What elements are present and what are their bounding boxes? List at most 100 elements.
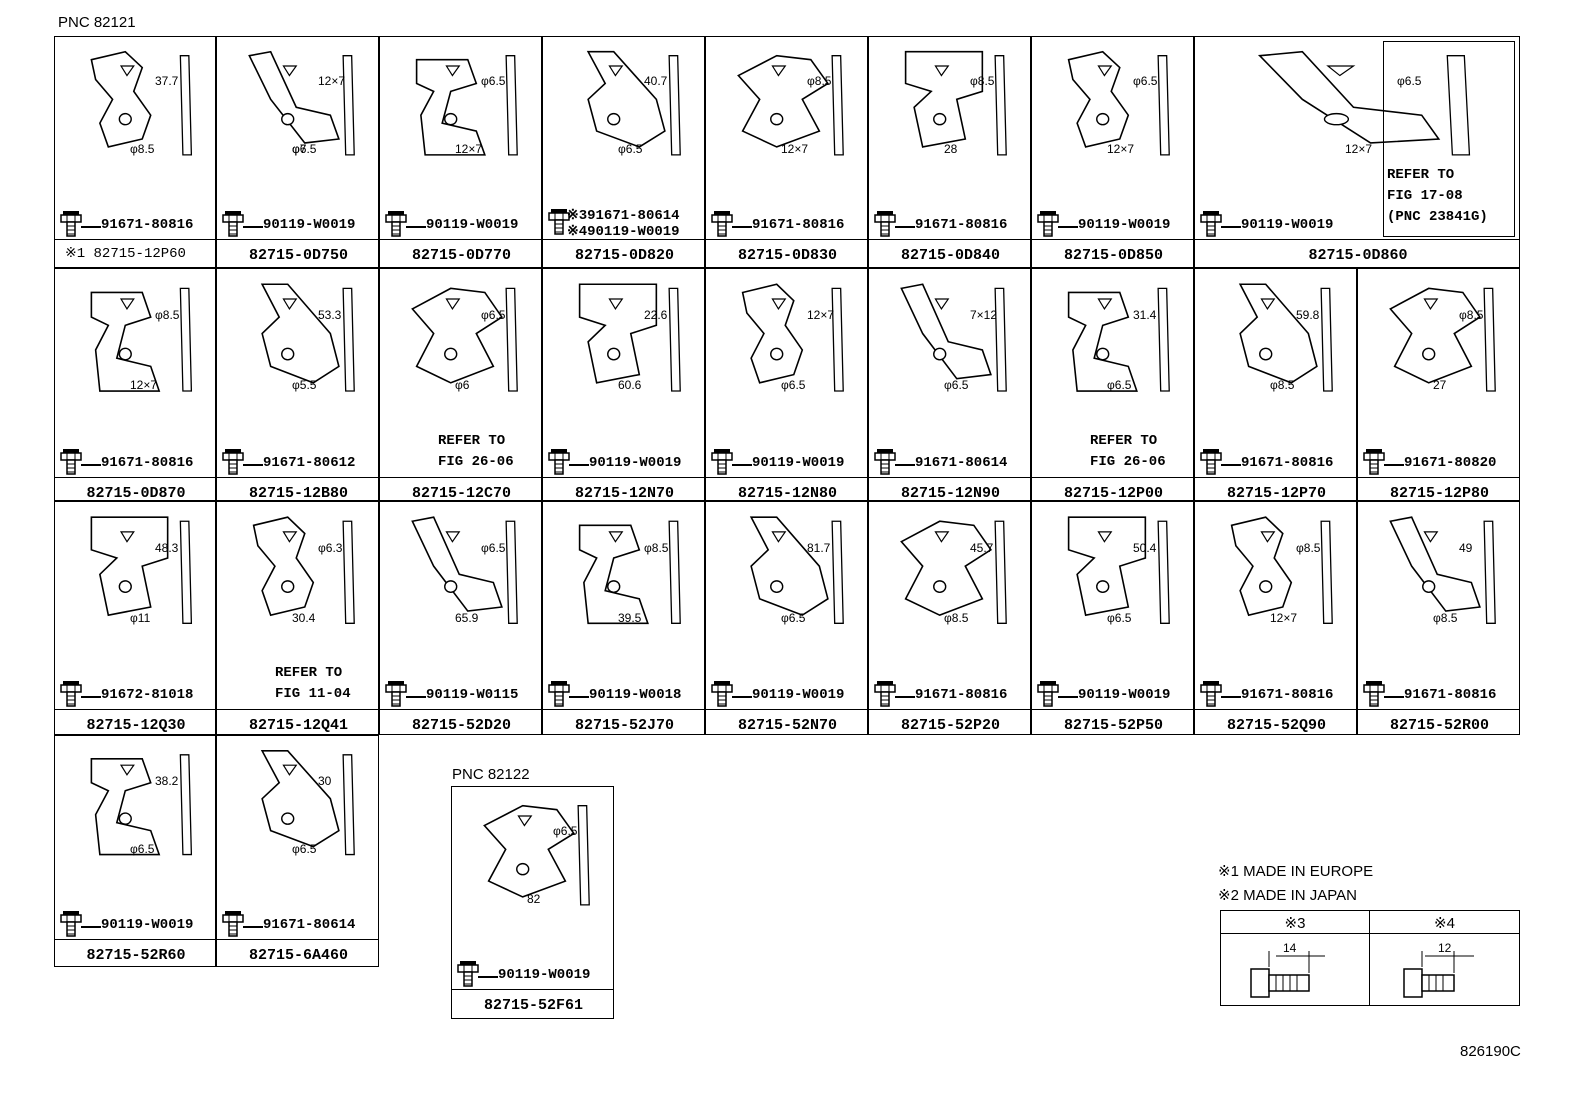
triangle-mark — [935, 66, 948, 76]
bracket-outline — [91, 52, 150, 147]
dimension-label: 12×7 — [1270, 611, 1298, 625]
side-profile — [995, 288, 1006, 391]
bolt-icon — [874, 449, 896, 475]
mounting-hole — [771, 114, 783, 125]
bracket-outline — [1069, 52, 1129, 147]
mounting-hole — [119, 813, 131, 824]
bracket-outline — [906, 52, 983, 147]
bracket-drawing — [706, 269, 869, 445]
bracket-drawing — [1032, 502, 1195, 677]
bracket-outline — [751, 517, 828, 615]
triangle-mark — [283, 299, 296, 309]
bolt-icon — [1200, 211, 1222, 237]
mounting-hole — [1097, 581, 1109, 592]
side-profile — [1158, 56, 1169, 155]
short-bolt-icon — [1250, 951, 1325, 998]
mounting-hole — [119, 581, 131, 592]
side-profile — [180, 288, 191, 391]
dimension-label: φ7 — [292, 142, 307, 156]
bracket-outline — [412, 517, 502, 611]
dimension-label: φ6.5 — [781, 378, 806, 392]
side-profile — [1321, 288, 1332, 391]
bolt-part-number-variant: ※490119-W0019 — [567, 224, 680, 240]
side-profile — [1484, 288, 1495, 391]
bolt-leader — [243, 464, 263, 466]
dimension-label: 40.7 — [644, 74, 668, 88]
cell-divider — [1358, 709, 1519, 710]
mounting-hole — [517, 864, 529, 875]
dimension-label: φ6.5 — [1133, 74, 1158, 88]
bracket-outline — [580, 284, 657, 383]
mounting-hole — [445, 114, 457, 125]
side-profile — [1321, 521, 1332, 623]
cell-divider — [55, 477, 215, 478]
mounting-hole — [445, 581, 457, 592]
dimension-label: 12×7 — [455, 142, 483, 156]
dimension-label: φ8.5 — [1433, 611, 1458, 625]
triangle-mark — [518, 816, 531, 826]
bolt-leader — [732, 226, 752, 228]
triangle-mark — [1261, 299, 1274, 309]
dimension-label: φ6.5 — [130, 842, 155, 856]
part-number: 82715-0D860 — [1308, 247, 1408, 264]
bolt-leader — [1058, 696, 1078, 698]
mounting-hole — [608, 348, 620, 359]
bolt-leader — [1221, 226, 1241, 228]
bracket-outline — [588, 52, 665, 147]
part-number: 82715-12Q41 — [248, 717, 349, 734]
bolt-icon — [548, 449, 570, 475]
cell-divider — [217, 709, 378, 710]
triangle-mark — [121, 299, 134, 309]
bolt-icon — [222, 449, 244, 475]
cell-divider — [706, 239, 867, 240]
cell-divider — [1195, 709, 1356, 710]
bracket-drawing — [869, 502, 1032, 677]
dimension-label: 12×7 — [318, 74, 346, 88]
cell-divider — [543, 709, 704, 710]
part-number: 82715-12B80 — [248, 485, 349, 502]
bolt-leader — [406, 226, 426, 228]
side-profile — [1447, 56, 1469, 155]
side-profile — [506, 521, 517, 623]
dimension-label: φ6.5 — [618, 142, 643, 156]
triangle-mark — [1261, 532, 1274, 542]
bolt-icon — [1363, 681, 1385, 707]
cell-divider — [452, 989, 613, 990]
mounting-hole — [445, 348, 457, 359]
dimension-label: φ8.5 — [644, 541, 669, 555]
bolt-icon — [385, 681, 407, 707]
bolt-part-number: 90119-W0019 — [426, 217, 519, 233]
bolt-leader — [895, 696, 915, 698]
cell-divider — [55, 939, 215, 940]
bracket-drawing — [452, 787, 615, 957]
dimension-label: 81.7 — [807, 541, 831, 555]
bracket-drawing — [869, 37, 1032, 207]
bolt-leader — [81, 226, 101, 228]
bracket-drawing — [706, 502, 869, 677]
dimension-label: 12×7 — [130, 378, 158, 392]
part-number: 82715-52D20 — [411, 717, 512, 734]
side-profile — [1158, 521, 1169, 623]
bracket-drawing — [380, 37, 543, 207]
part-number: 82715-12N70 — [574, 485, 675, 502]
bracket-outline — [412, 288, 502, 382]
part-number: 82715-52P20 — [900, 717, 1001, 734]
mounting-hole — [1423, 581, 1435, 592]
dimension-label: 39.5 — [618, 611, 642, 625]
dimension-label: φ6.5 — [292, 142, 317, 156]
dimension-label: 37.7 — [155, 74, 179, 88]
cell-divider — [1032, 239, 1193, 240]
bracket-outline — [91, 292, 159, 391]
bolt-icon — [385, 211, 407, 237]
part-number: 82715-0D870 — [86, 485, 186, 502]
bracket-drawing — [55, 37, 217, 207]
dimension-label: φ6.3 — [318, 541, 343, 555]
cell-divider — [1358, 477, 1519, 478]
